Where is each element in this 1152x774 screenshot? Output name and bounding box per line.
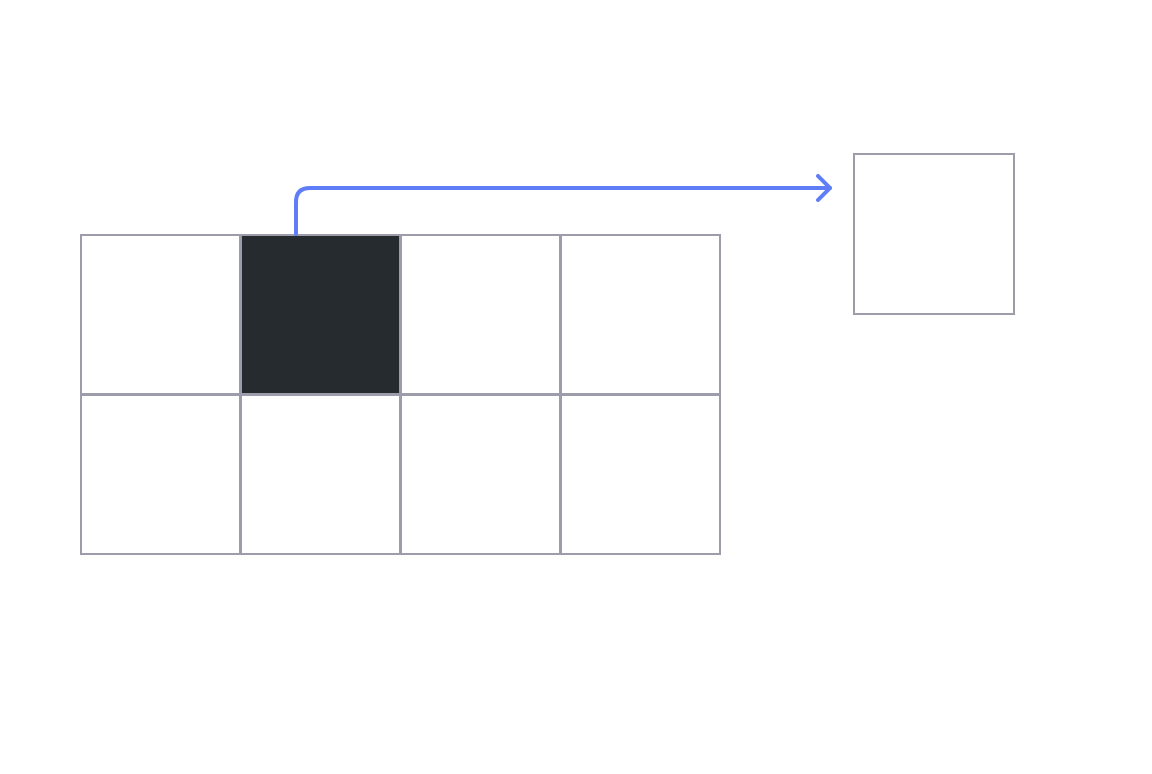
grid-cell <box>560 394 721 555</box>
arrow-line <box>294 186 832 236</box>
grid-cell <box>80 234 241 395</box>
grid-cell <box>80 394 241 555</box>
grid-cell <box>240 394 401 555</box>
grid-cell-selected <box>240 234 401 395</box>
grid-cell <box>400 394 561 555</box>
source-grid <box>80 234 721 555</box>
arrow-head-icon <box>816 174 832 202</box>
target-box <box>853 153 1015 315</box>
grid-cell <box>560 234 721 395</box>
